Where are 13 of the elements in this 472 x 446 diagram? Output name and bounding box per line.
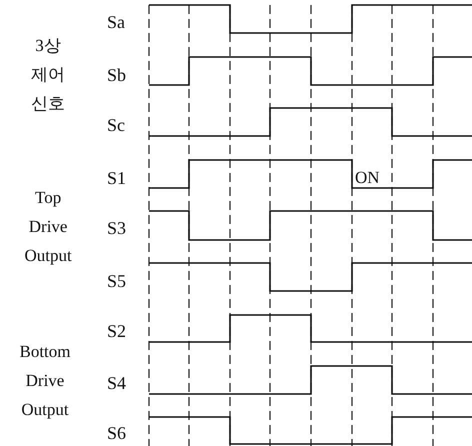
signal-label: S2	[107, 321, 126, 341]
state-label: ON	[355, 168, 380, 188]
signal-label: S6	[107, 423, 126, 443]
signal-label: Sa	[107, 12, 125, 32]
signal-label: S1	[107, 168, 126, 188]
signal-label: Sb	[107, 65, 126, 85]
signal-label: S5	[107, 271, 126, 291]
group-label: Top Drive Output	[24, 187, 72, 267]
signal-label: Sc	[107, 115, 125, 135]
signal-label: S4	[107, 373, 126, 393]
group-label: Bottom Drive Output	[20, 341, 71, 421]
group-label: 3상 제어 신호	[31, 35, 65, 115]
signal-label: S3	[107, 218, 126, 238]
